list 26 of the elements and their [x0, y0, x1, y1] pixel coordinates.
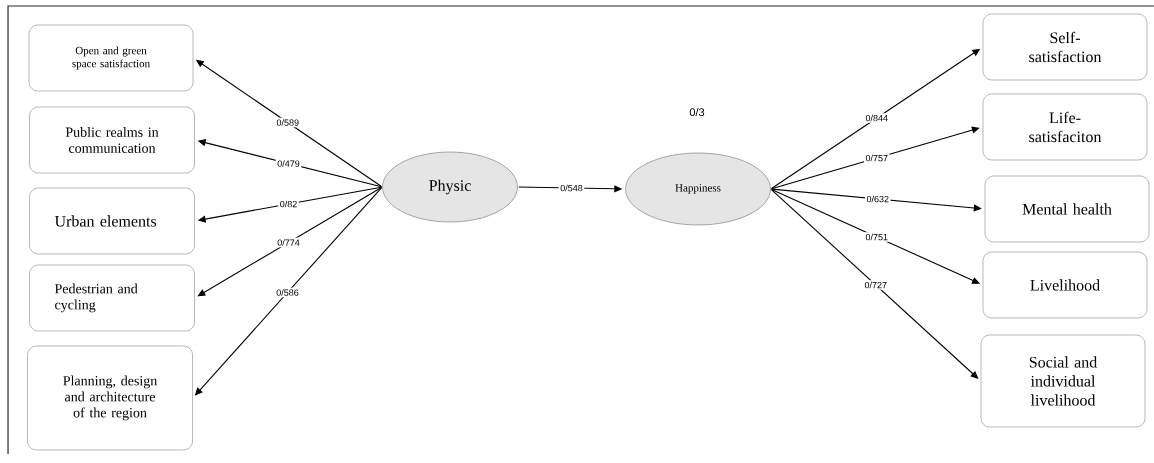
edge-label: 0/479 [275, 158, 302, 169]
arrow [771, 126, 980, 190]
variable-box: Open and green space satisfaction [28, 24, 194, 92]
edge-label: 0/844 [864, 113, 890, 123]
variable-box: Planning, design and architecture of the region [27, 345, 193, 451]
arrow [771, 188, 980, 284]
edge-label: 0/586 [274, 287, 301, 298]
edge-label: 0/757 [864, 153, 890, 163]
edge-label: 0/774 [275, 237, 302, 248]
variable-box: Public realms in communication [29, 106, 195, 174]
edge-label: 0/632 [865, 194, 891, 204]
edge-label: 0/548 [558, 183, 585, 193]
edge-label: 0/727 [863, 280, 889, 290]
edge-label: 0/82 [278, 199, 299, 209]
coefficient-label: 0/3 [689, 107, 705, 117]
variable-box: Life-satisfaciton [982, 93, 1148, 161]
variable-box: Self-satisfaction [982, 13, 1148, 81]
variable-box: Livelihood [982, 251, 1148, 319]
edge-label: 0/589 [275, 117, 301, 128]
edge-label: 0/751 [864, 232, 890, 242]
variable-box: Urban elements [29, 187, 195, 255]
arrow [770, 189, 979, 379]
variable-box: Social and individual livelihood [980, 334, 1146, 428]
variable-box: Mental health [984, 175, 1150, 243]
variable-box: Pedestrian and cycling [29, 264, 195, 332]
arrow [197, 186, 382, 297]
